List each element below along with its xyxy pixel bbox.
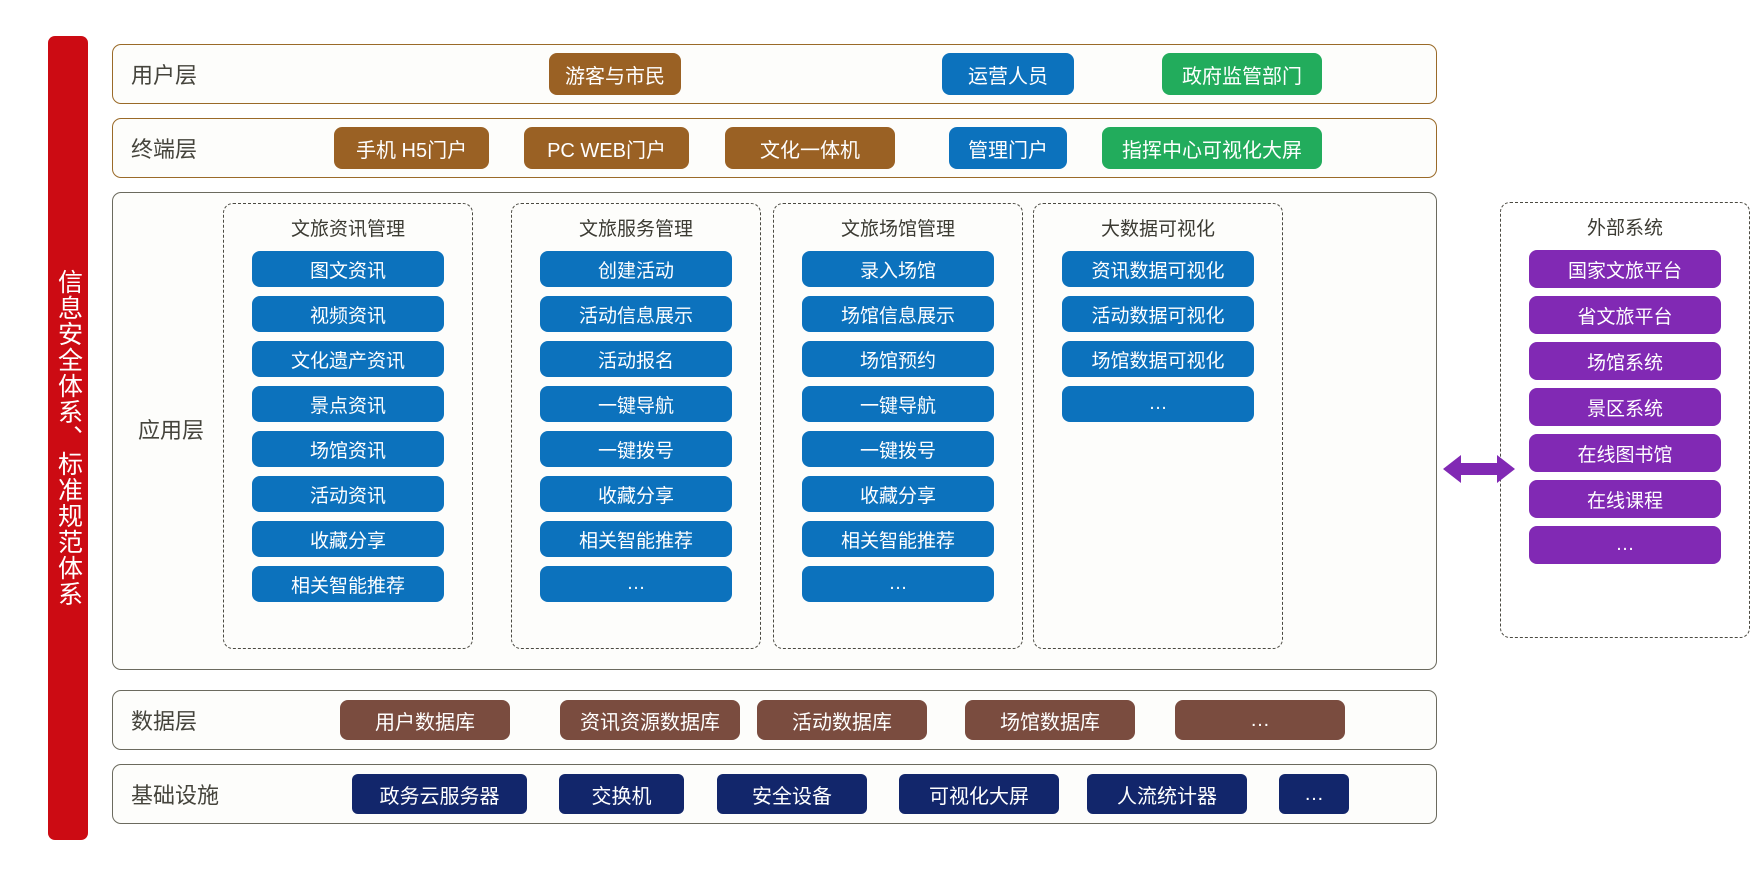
external-system-item-5[interactable]: 在线课程 xyxy=(1529,480,1721,518)
infrastructure-chip-1[interactable]: 交换机 xyxy=(559,774,685,814)
app-column-title: 文旅场馆管理 xyxy=(840,219,955,240)
user-layer-chip-2[interactable]: 政府监管部门 xyxy=(1162,53,1323,95)
app-item-c1-3[interactable]: 一键导航 xyxy=(540,386,732,422)
data-layer-label: 数据层 xyxy=(131,709,198,734)
app-item-c0-1[interactable]: 视频资讯 xyxy=(252,296,444,332)
app-column-info-management: 文旅资讯管理 图文资讯视频资讯文化遗产资讯景点资讯场馆资讯活动资讯收藏分享相关智… xyxy=(223,203,473,649)
data-layer-chip-0[interactable]: 用户数据库 xyxy=(340,700,511,740)
app-item-c2-5[interactable]: 收藏分享 xyxy=(802,476,994,512)
user-layer-chip-0[interactable]: 游客与市民 xyxy=(549,53,682,95)
terminal-layer-items: 手机 H5门户 PC WEB门户文化一体机 管理门户指挥中心可视化大屏 xyxy=(197,119,1418,177)
external-system-item-0[interactable]: 国家文旅平台 xyxy=(1529,250,1721,288)
application-layer: 应用层 文旅资讯管理 图文资讯视频资讯文化遗产资讯景点资讯场馆资讯活动资讯收藏分… xyxy=(112,192,1437,670)
infrastructure-layer-label: 基础设施 xyxy=(131,783,220,808)
app-item-c2-1[interactable]: 场馆信息展示 xyxy=(802,296,994,332)
data-layer-chip-2[interactable]: 活动数据库 xyxy=(757,700,928,740)
infrastructure-chip-0[interactable]: 政务云服务器 xyxy=(352,774,528,814)
app-item-c2-4[interactable]: 一键拨号 xyxy=(802,431,994,467)
external-systems-items: 国家文旅平台省文旅平台场馆系统景区系统在线图书馆在线课程 … xyxy=(1501,250,1749,564)
infrastructure-layer-items: 政务云服务器交换机安全设备可视化大屏人流统计器 … xyxy=(219,765,1418,823)
external-system-item-4[interactable]: 在线图书馆 xyxy=(1529,434,1721,472)
app-item-c3-1[interactable]: 活动数据可视化 xyxy=(1062,296,1254,332)
app-column-title: 文旅资讯管理 xyxy=(290,219,405,240)
app-item-c0-3[interactable]: 景点资讯 xyxy=(252,386,444,422)
data-layer-chip-4[interactable]: … xyxy=(1175,700,1346,740)
terminal-layer-chip-0[interactable]: 手机 H5门户 xyxy=(334,127,490,169)
user-layer-chip-1[interactable]: 运营人员 xyxy=(942,53,1075,95)
app-item-c3-3[interactable]: … xyxy=(1062,386,1254,422)
app-item-c1-1[interactable]: 活动信息展示 xyxy=(540,296,732,332)
terminal-layer-chip-3[interactable]: 管理门户 xyxy=(949,127,1068,169)
external-systems-title: 外部系统 xyxy=(1586,218,1663,239)
app-column-items: 录入场馆场馆信息展示场馆预约一键导航一键拨号收藏分享相关智能推荐 … xyxy=(774,251,1022,602)
user-layer: 用户层 游客与市民 运营人员 政府监管部门 xyxy=(112,44,1437,104)
data-layer-chip-3[interactable]: 场馆数据库 xyxy=(965,700,1136,740)
infrastructure-chip-4[interactable]: 人流统计器 xyxy=(1087,774,1248,814)
app-item-c1-6[interactable]: 相关智能推荐 xyxy=(540,521,732,557)
app-item-c2-6[interactable]: 相关智能推荐 xyxy=(802,521,994,557)
infrastructure-chip-2[interactable]: 安全设备 xyxy=(717,774,868,814)
user-layer-items: 游客与市民 运营人员 政府监管部门 xyxy=(197,45,1418,103)
terminal-layer-chip-4[interactable]: 指挥中心可视化大屏 xyxy=(1102,127,1323,169)
user-layer-label: 用户层 xyxy=(131,63,198,88)
app-column-bigdata-visualization: 大数据可视化 资讯数据可视化活动数据可视化场馆数据可视化 … xyxy=(1033,203,1283,649)
external-systems-panel: 外部系统 国家文旅平台省文旅平台场馆系统景区系统在线图书馆在线课程 … xyxy=(1500,202,1750,638)
external-system-item-1[interactable]: 省文旅平台 xyxy=(1529,296,1721,334)
app-item-c1-0[interactable]: 创建活动 xyxy=(540,251,732,287)
app-item-c1-4[interactable]: 一键拨号 xyxy=(540,431,732,467)
terminal-layer-chip-1[interactable]: PC WEB门户 xyxy=(524,127,690,169)
bidirectional-link-arrow xyxy=(1443,455,1515,483)
infrastructure-chip-3[interactable]: 可视化大屏 xyxy=(899,774,1060,814)
infrastructure-layer: 基础设施 政务云服务器交换机安全设备可视化大屏人流统计器 … xyxy=(112,764,1437,824)
app-item-c1-7[interactable]: … xyxy=(540,566,732,602)
app-column-title: 大数据可视化 xyxy=(1100,219,1215,240)
app-item-c0-0[interactable]: 图文资讯 xyxy=(252,251,444,287)
app-item-c1-2[interactable]: 活动报名 xyxy=(540,341,732,377)
app-item-c0-6[interactable]: 收藏分享 xyxy=(252,521,444,557)
data-layer: 数据层 用户数据库 资讯资源数据库活动数据库场馆数据库 … xyxy=(112,690,1437,750)
infrastructure-chip-5[interactable]: … xyxy=(1279,774,1350,814)
external-system-item-2[interactable]: 场馆系统 xyxy=(1529,342,1721,380)
app-column-items: 图文资讯视频资讯文化遗产资讯景点资讯场馆资讯活动资讯收藏分享相关智能推荐 xyxy=(224,251,472,602)
app-item-c2-7[interactable]: … xyxy=(802,566,994,602)
app-item-c2-3[interactable]: 一键导航 xyxy=(802,386,994,422)
app-item-c0-4[interactable]: 场馆资讯 xyxy=(252,431,444,467)
security-standards-band-label: 信息安全体系、标准规范体系 xyxy=(54,269,83,607)
external-system-item-6[interactable]: … xyxy=(1529,526,1721,564)
data-layer-chip-1[interactable]: 资讯资源数据库 xyxy=(560,700,741,740)
app-item-c3-2[interactable]: 场馆数据可视化 xyxy=(1062,341,1254,377)
application-layer-label: 应用层 xyxy=(138,418,205,443)
app-column-title: 文旅服务管理 xyxy=(578,219,693,240)
app-item-c0-7[interactable]: 相关智能推荐 xyxy=(252,566,444,602)
app-item-c3-0[interactable]: 资讯数据可视化 xyxy=(1062,251,1254,287)
data-layer-items: 用户数据库 资讯资源数据库活动数据库场馆数据库 … xyxy=(197,691,1418,749)
app-item-c0-5[interactable]: 活动资讯 xyxy=(252,476,444,512)
app-item-c2-0[interactable]: 录入场馆 xyxy=(802,251,994,287)
security-standards-band: 信息安全体系、标准规范体系 xyxy=(48,36,88,840)
app-column-venue-management: 文旅场馆管理 录入场馆场馆信息展示场馆预约一键导航一键拨号收藏分享相关智能推荐 … xyxy=(773,203,1023,649)
app-item-c2-2[interactable]: 场馆预约 xyxy=(802,341,994,377)
app-item-c0-2[interactable]: 文化遗产资讯 xyxy=(252,341,444,377)
terminal-layer-label: 终端层 xyxy=(131,137,198,162)
external-system-item-3[interactable]: 景区系统 xyxy=(1529,388,1721,426)
terminal-layer-chip-2[interactable]: 文化一体机 xyxy=(725,127,896,169)
app-column-items: 资讯数据可视化活动数据可视化场馆数据可视化 … xyxy=(1034,251,1282,422)
app-column-service-management: 文旅服务管理 创建活动活动信息展示活动报名一键导航一键拨号收藏分享相关智能推荐 … xyxy=(511,203,761,649)
app-item-c1-5[interactable]: 收藏分享 xyxy=(540,476,732,512)
app-column-items: 创建活动活动信息展示活动报名一键导航一键拨号收藏分享相关智能推荐 … xyxy=(512,251,760,602)
terminal-layer: 终端层 手机 H5门户 PC WEB门户文化一体机 管理门户指挥中心可视化大屏 xyxy=(112,118,1437,178)
